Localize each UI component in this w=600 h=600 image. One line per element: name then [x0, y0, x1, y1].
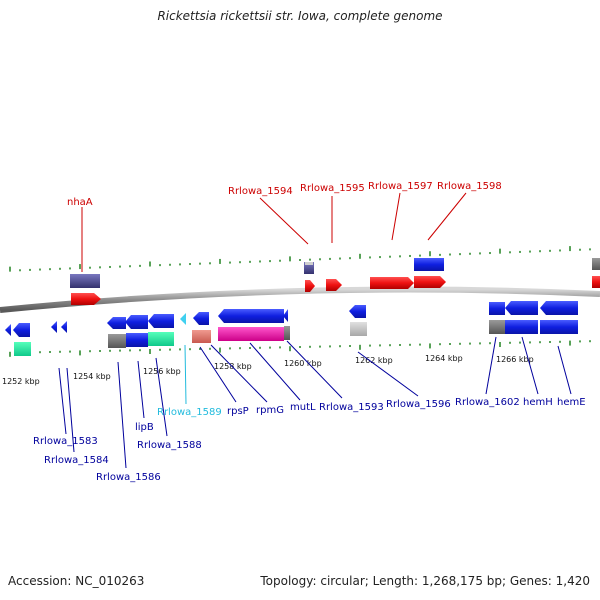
gene-label-Rrlowa_1588: Rrlowa_1588 [137, 440, 202, 451]
gene-arrow [13, 323, 30, 337]
gene-label-nhaA: nhaA [67, 197, 93, 208]
reverse-labels: Rrlowa_1583 Rrlowa_1584 Rrlowa_1586 lipB… [33, 336, 586, 483]
gene-box [218, 327, 284, 341]
gene-arrow [5, 324, 11, 336]
gene-arrow [125, 315, 148, 329]
leader-line [155, 357, 168, 437]
gene-box [489, 320, 505, 334]
leader-line [210, 344, 268, 403]
gene-label-Rrlowa_1584: Rrlowa_1584 [44, 455, 109, 466]
gene-arrow [61, 321, 67, 333]
reverse-features [5, 301, 578, 356]
gene-arrow [489, 302, 505, 315]
gene-label-Rrlowa_1595: Rrlowa_1595 [300, 183, 365, 194]
gene-label-Rrlowa_1597: Rrlowa_1597 [368, 181, 433, 192]
gene-arrow [370, 277, 414, 289]
gene-arrow [148, 314, 174, 328]
map-title: Rickettsia rickettsii str. Iowa, complet… [157, 9, 443, 23]
gene-label-Rrlowa_1586: Rrlowa_1586 [96, 472, 161, 483]
leader-line [427, 192, 467, 241]
gene-box [350, 322, 367, 336]
gene-arrow [305, 280, 315, 292]
axis-tick-label: 1256 kbp [143, 367, 181, 376]
lower-tick-row [9, 340, 591, 357]
gene-label-Rrlowa_1593: Rrlowa_1593 [319, 402, 384, 413]
axis-tick-label: 1258 kbp [214, 362, 252, 371]
leader-line [286, 340, 343, 399]
gene-box [126, 333, 148, 347]
gene-box [284, 326, 290, 340]
gene-arrow [71, 293, 101, 305]
axis-tick-labels: 1252 kbp 1254 kbp 1256 kbp 1258 kbp 1260… [2, 354, 534, 386]
gene-box [305, 262, 313, 265]
gene-box [414, 258, 444, 271]
gene-box [592, 258, 600, 270]
gene-arrow [180, 313, 186, 325]
axis-tick-label: 1260 kbp [284, 359, 322, 368]
leader-line [259, 197, 309, 245]
leader-line [117, 361, 127, 469]
gene-arrow [283, 309, 288, 322]
gene-label-Rrlowa_1602: Rrlowa_1602 [455, 397, 520, 408]
upper-tick-row [9, 246, 591, 272]
gene-arrow [326, 279, 342, 291]
gene-label-rpsP: rpsP [227, 406, 249, 417]
gene-box [304, 262, 314, 274]
leader-line [485, 336, 497, 395]
axis-tick-label: 1262 kbp [355, 356, 393, 365]
gene-label-mutL: mutL [290, 402, 316, 413]
gene-label-Rrlowa_1596: Rrlowa_1596 [386, 399, 451, 410]
gene-label-Rrlowa_1583: Rrlowa_1583 [33, 436, 98, 447]
gene-arrow [414, 276, 446, 288]
forward-features [70, 258, 600, 305]
leader-line [137, 360, 145, 419]
gene-box [14, 342, 31, 356]
axis-tick-label: 1266 kbp [496, 355, 534, 364]
gene-arrow [505, 301, 538, 315]
forward-labels: nhaA Rrlowa_1594 Rrlowa_1595 Rrlowa_1597… [67, 181, 502, 272]
gene-arrow [107, 317, 126, 329]
leader-line [391, 192, 401, 241]
gene-label-lipB: lipB [135, 422, 154, 433]
leader-line [58, 367, 67, 435]
genome-summary-text: Topology: circular; Length: 1,268,175 bp… [260, 574, 590, 588]
gene-label-Rrlowa_1589: Rrlowa_1589 [157, 407, 222, 418]
leader-line [249, 342, 301, 401]
gene-arrow [51, 321, 57, 333]
leader-line [199, 346, 237, 403]
gene-arrow [193, 312, 209, 325]
leader-line [357, 351, 419, 397]
accession-text: Accession: NC_010263 [8, 574, 145, 588]
axis-tick-label: 1252 kbp [2, 377, 40, 386]
gene-arrow [218, 309, 284, 323]
gene-label-hemH: hemH [523, 397, 553, 408]
gene-box [148, 332, 174, 346]
gene-box [108, 334, 126, 348]
leader-line [557, 345, 572, 395]
gene-label-Rrlowa_1598: Rrlowa_1598 [437, 181, 502, 192]
gene-box [70, 274, 100, 288]
axis-tick-label: 1254 kbp [73, 372, 111, 381]
gene-arrow [540, 301, 578, 315]
axis-tick-label: 1264 kbp [425, 354, 463, 363]
leader-line [184, 344, 187, 405]
leader-line [66, 367, 75, 453]
gene-arrow [592, 276, 600, 288]
gene-box [540, 320, 578, 334]
gene-box [192, 330, 211, 343]
gene-arrow [349, 305, 366, 318]
gene-label-rpmG: rpmG [256, 405, 284, 416]
gene-box [505, 320, 538, 334]
gene-label-Rrlowa_1594: Rrlowa_1594 [228, 186, 293, 197]
gene-label-hemE: hemE [557, 397, 586, 408]
leader-line [521, 336, 539, 395]
